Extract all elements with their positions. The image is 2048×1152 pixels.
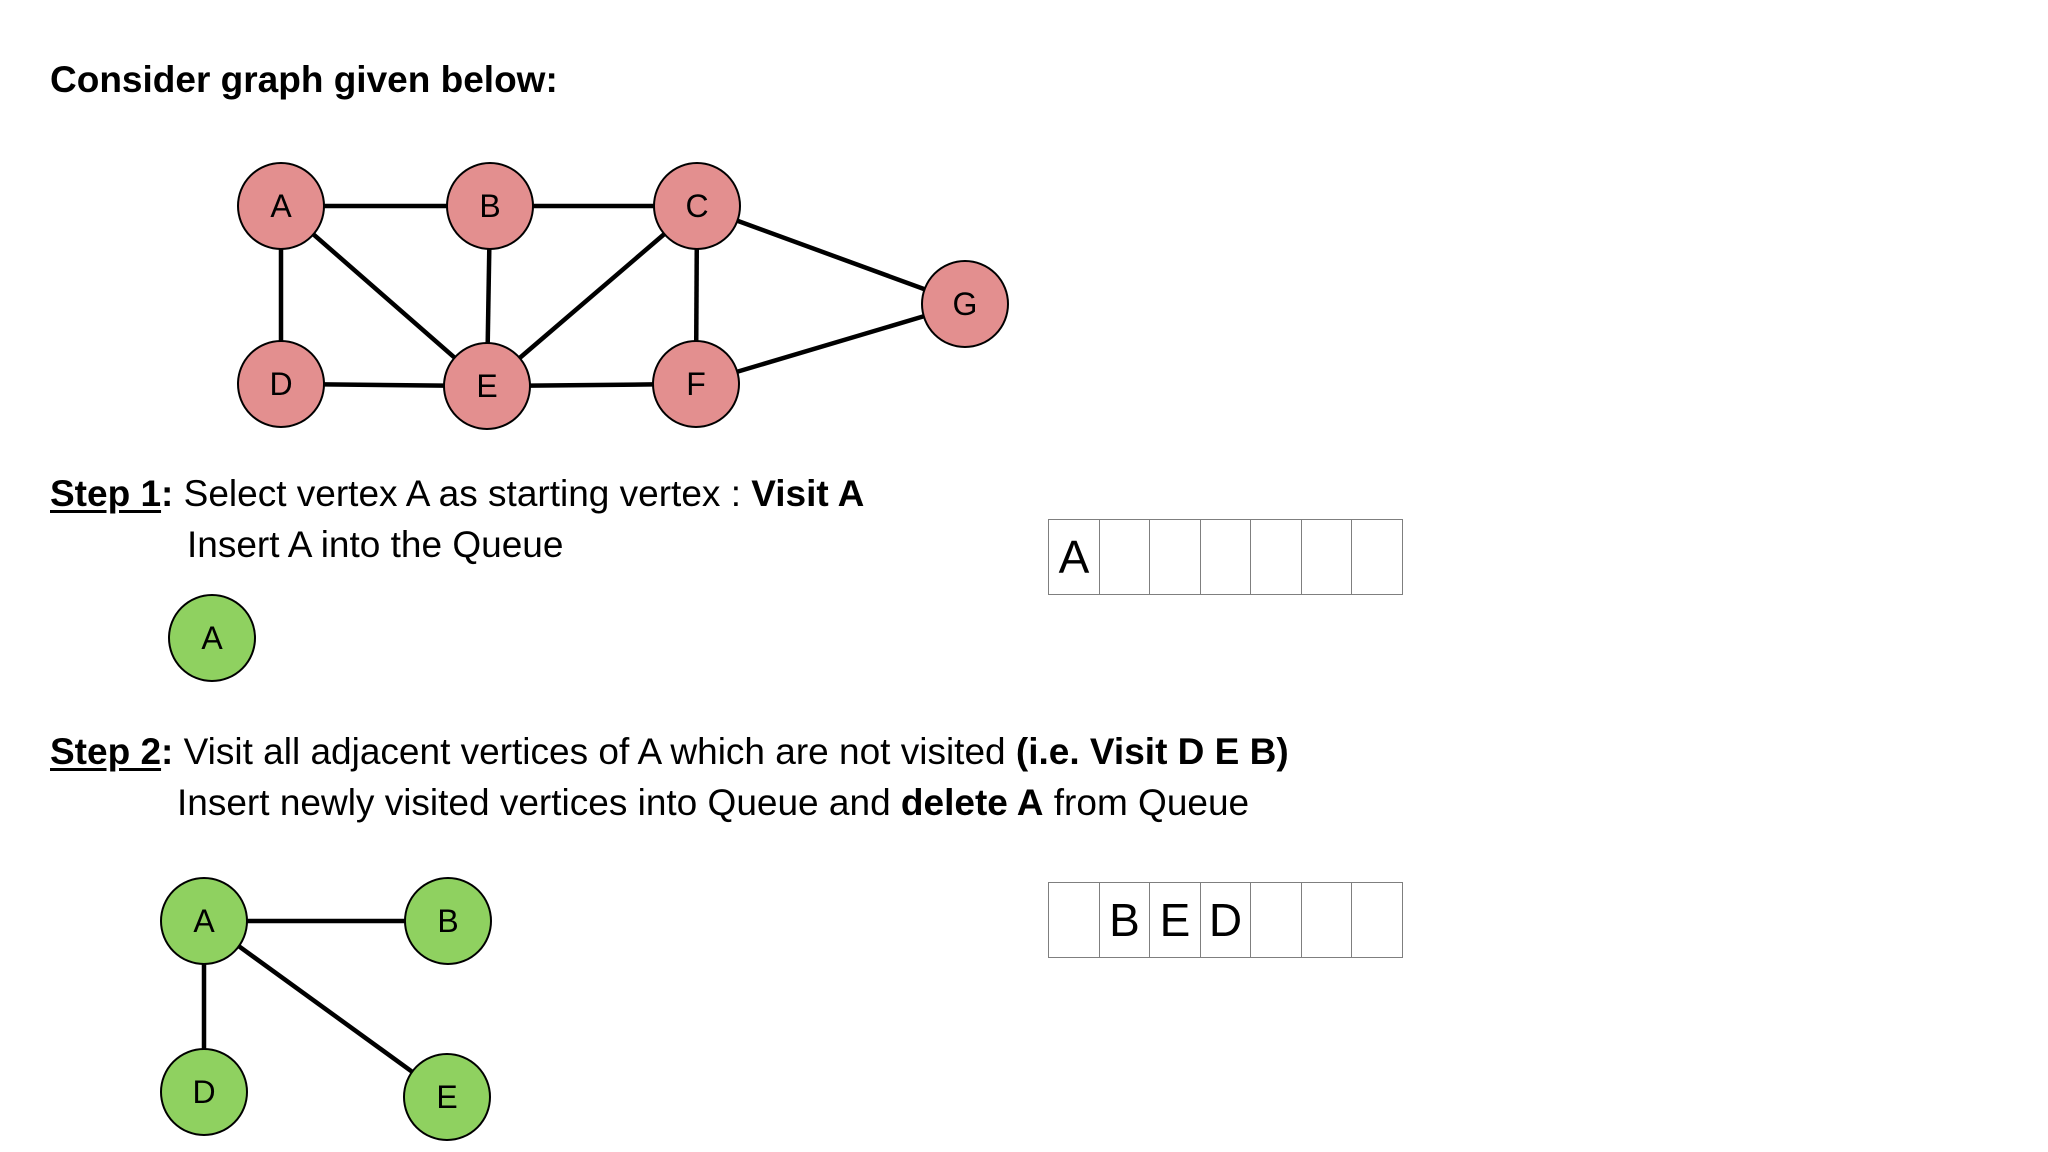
main-node-F: [652, 340, 740, 428]
main-edge-C-G: [736, 218, 926, 292]
main-edge-C-F: [693, 248, 700, 342]
main-edge-B-E: [485, 248, 492, 344]
step1-bold: Visit A: [751, 473, 865, 514]
page-title: Consider graph given below:: [50, 59, 558, 100]
step2-node-D: [160, 1048, 248, 1136]
step1-node-label-A: A: [201, 620, 223, 656]
step2-line2-post: from Queue: [1043, 782, 1250, 823]
step1-text: Select vertex A as starting vertex :: [173, 473, 752, 514]
step2-bold: (i.e. Visit D E B): [1015, 731, 1289, 772]
step2-node-label-E: E: [436, 1079, 457, 1115]
step2-node-label-A: A: [193, 903, 215, 939]
step2-line2-pre: Insert newly visited vertices into Queue…: [177, 782, 901, 823]
step2-queue-cell: [1048, 882, 1100, 958]
step1-line2: Insert A into the Queue: [187, 524, 564, 565]
step1-colon: :: [161, 473, 174, 514]
step2-queue-cell: [1300, 882, 1353, 958]
main-node-D: [237, 340, 325, 428]
step1-graph: A: [168, 594, 256, 682]
main-node-label-F: F: [686, 366, 706, 402]
step1-queue-cell: [1351, 519, 1403, 595]
main-node-G: [921, 260, 1009, 348]
main-node-label-D: D: [269, 366, 292, 402]
main-edge-E-F: [529, 382, 654, 388]
step1-queue-cell: [1300, 519, 1353, 595]
step1-queue-cell: [1250, 519, 1302, 595]
step2-queue-cell: D: [1199, 882, 1252, 958]
main-node-B: [446, 162, 534, 250]
main-graph: A B C D E F G: [237, 162, 1009, 430]
main-edge-D-E: [323, 382, 445, 388]
step1-queue: A: [1048, 519, 1403, 595]
step1-queue-cell: [1199, 519, 1252, 595]
step2-node-E: [403, 1053, 491, 1141]
step2-queue-cell: [1351, 882, 1403, 958]
step2-edge-A-E: [237, 944, 414, 1074]
main-node-E: [443, 342, 531, 430]
step1-queue-cell: [1149, 519, 1201, 595]
step2-line2: Insert newly visited vertices into Queue…: [177, 784, 1249, 821]
step1-queue-cell: [1098, 519, 1151, 595]
main-node-C: [653, 162, 741, 250]
step2-node-label-B: B: [437, 903, 458, 939]
step2-colon: :: [161, 731, 174, 772]
main-node-label-E: E: [476, 368, 497, 404]
main-node-label-B: B: [479, 188, 500, 224]
step2-label: Step 2: [50, 731, 162, 772]
main-edge-C-E: [518, 232, 666, 360]
step1-node-A: [168, 594, 256, 682]
step2-text: Visit all adjacent vertices of A which a…: [173, 731, 1016, 772]
step1-line1: Step 1: Select vertex A as starting vert…: [50, 475, 864, 512]
main-node-label-A: A: [270, 188, 292, 224]
step2-line1: Step 2: Visit all adjacent vertices of A…: [50, 733, 1289, 770]
main-node-A: [237, 162, 325, 250]
main-edge-F-G: [736, 314, 925, 374]
step2-node-label-D: D: [192, 1074, 215, 1110]
step1-label: Step 1: [50, 473, 162, 514]
step2-node-A: [160, 877, 248, 965]
main-edge-A-E: [311, 232, 457, 360]
main-node-label-C: C: [685, 188, 708, 224]
step2-node-B: [404, 877, 492, 965]
step2-queue-cell: E: [1149, 882, 1201, 958]
step1-queue-cell: A: [1048, 519, 1100, 595]
main-node-label-G: G: [953, 286, 978, 322]
step2-graph: A B D E: [160, 877, 492, 1141]
step2-queue-cell: B: [1098, 882, 1151, 958]
step2-queue-cell: [1250, 882, 1302, 958]
step2-line2-bold: delete A: [900, 782, 1044, 823]
